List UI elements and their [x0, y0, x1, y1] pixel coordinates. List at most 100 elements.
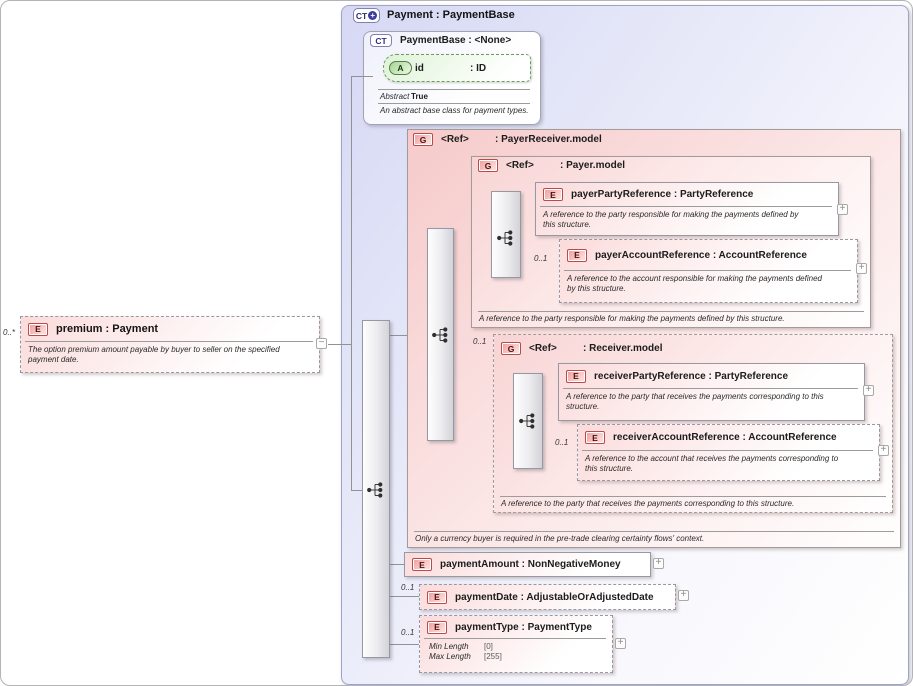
sequence-icon — [432, 327, 448, 343]
abstract-label: Abstract — [380, 92, 410, 101]
multiplicity-receiveraccount: 0..1 — [555, 438, 569, 447]
element-payerpartyreference-box[interactable]: E payerPartyReference : PartyReference A… — [535, 182, 839, 236]
element-payeraccountreference-box[interactable]: E payerAccountReference : AccountReferen… — [559, 239, 858, 303]
element-icon: E — [412, 558, 432, 571]
basetype-header: CT PaymentBase : <None> — [370, 34, 511, 47]
separator — [582, 450, 873, 451]
sequence-icon — [519, 413, 535, 429]
attribute-type: : ID — [470, 62, 487, 74]
abstract-value: True — [411, 92, 428, 101]
sequence-icon — [497, 230, 513, 246]
facet-label: Max Length — [429, 652, 471, 661]
separator — [540, 206, 832, 207]
ct-icon: CT — [370, 34, 392, 47]
plus-icon: + — [368, 11, 378, 20]
group-type: : PayerReceiver.model — [495, 134, 602, 145]
connector-paymenttype — [390, 644, 419, 645]
element-title: paymentType : PaymentType — [455, 621, 592, 633]
expand-toggle[interactable]: + — [863, 385, 874, 396]
element-title: receiverAccountReference : AccountRefere… — [613, 432, 837, 443]
group-icon: G — [478, 159, 498, 172]
group-icon: G — [501, 342, 521, 355]
element-premium-title: premium : Payment — [56, 323, 159, 335]
connector-vertical — [351, 76, 352, 491]
sequence-bar-main[interactable] — [362, 320, 390, 658]
group-receiver-footer: A reference to the party that receives t… — [500, 495, 886, 509]
expand-toggle[interactable]: + — [878, 445, 889, 456]
element-icon: E — [566, 369, 586, 383]
expand-toggle[interactable]: + — [678, 590, 689, 601]
facet-row: Max Length [255] — [429, 652, 612, 662]
element-title: receiverPartyReference : PartyReference — [594, 370, 789, 382]
connector-paymentdate — [390, 596, 419, 597]
multiplicity-paymentdate: 0..1 — [401, 583, 415, 592]
element-title: paymentDate : AdjustableOrAdjustedDate — [455, 591, 654, 603]
element-paymenttype-box[interactable]: E paymentType : PaymentType Min Length [… — [419, 615, 613, 673]
ct-label: CT — [355, 10, 368, 21]
group-name: <Ref> — [506, 160, 534, 171]
basetype-separator — [378, 89, 530, 90]
multiplicity-payeraccount: 0..1 — [534, 254, 548, 263]
attribute-id-box[interactable]: A id : ID — [383, 54, 531, 82]
element-premium-description: The option premium amount payable by buy… — [28, 345, 280, 364]
expand-toggle[interactable]: + — [856, 263, 867, 274]
basetype-separator2 — [378, 103, 530, 104]
group-type: : Receiver.model — [583, 343, 663, 354]
separator — [563, 388, 858, 389]
separator — [564, 270, 851, 271]
element-icon: E — [567, 248, 587, 262]
element-icon: E — [543, 188, 563, 201]
element-title: payerPartyReference : PartyReference — [571, 189, 754, 200]
element-description: A reference to the party that receives t… — [566, 392, 824, 411]
element-description: A reference to the party responsible for… — [543, 210, 799, 229]
connector-sequence — [352, 490, 362, 491]
facet-value: [255] — [484, 652, 502, 661]
expand-toggle[interactable]: + — [653, 558, 664, 569]
element-receiveraccountreference-box[interactable]: E receiverAccountReference : AccountRefe… — [577, 424, 880, 481]
group-icon: G — [413, 133, 433, 146]
facet-row: Min Length [0] — [429, 642, 612, 652]
multiplicity-receiver: 0..1 — [473, 337, 487, 346]
group-payer-header: G <Ref> : Payer.model — [478, 159, 625, 172]
attribute-icon: A — [389, 61, 412, 75]
element-icon: E — [427, 590, 447, 604]
element-premium-box[interactable]: E premium : Payment The option premium a… — [20, 316, 320, 373]
group-name: <Ref> — [441, 134, 469, 145]
attribute-name: id — [415, 62, 424, 74]
facet-label: Min Length — [429, 642, 469, 651]
group-type: : Payer.model — [560, 160, 626, 171]
abstract-row: Abstract True — [380, 92, 428, 101]
element-icon: E — [28, 322, 48, 336]
group-payerreceiver-header: G <Ref> : PayerReceiver.model — [413, 133, 602, 146]
group-payerreceiver-footer: Only a currency buyer is required in the… — [414, 530, 894, 544]
element-receiverpartyreference-box[interactable]: E receiverPartyReference : PartyReferenc… — [558, 363, 865, 421]
element-icon: E — [585, 431, 605, 444]
group-receiver-header: G <Ref> : Receiver.model — [501, 342, 662, 355]
sequence-bar-payer[interactable] — [491, 191, 521, 278]
element-title: payerAccountReference : AccountReference — [595, 249, 807, 261]
element-paymentamount-box[interactable]: E paymentAmount : NonNegativeMoney — [404, 552, 651, 577]
separator — [424, 638, 606, 639]
connector-attribute — [352, 76, 373, 77]
connector-paymentamount — [390, 564, 404, 565]
element-title: paymentAmount : NonNegativeMoney — [440, 559, 621, 570]
expand-toggle[interactable]: + — [837, 204, 848, 215]
element-description: A reference to the account that receives… — [585, 454, 839, 473]
group-payer-footer: A reference to the party responsible for… — [478, 310, 864, 324]
basetype-title: PaymentBase : <None> — [400, 35, 512, 46]
multiplicity-premium: 0..* — [3, 328, 16, 337]
facet-value: [0] — [484, 642, 493, 651]
element-paymentdate-box[interactable]: E paymentDate : AdjustableOrAdjustedDate — [419, 584, 676, 610]
element-icon: E — [427, 620, 447, 634]
sequence-icon — [367, 482, 383, 498]
expand-toggle[interactable]: + — [615, 638, 626, 649]
complextype-title: Payment : PaymentBase — [387, 9, 515, 21]
collapse-toggle[interactable]: − — [316, 338, 327, 349]
multiplicity-paymenttype: 0..1 — [401, 628, 415, 637]
complextype-icon: CT+ — [353, 8, 380, 23]
connector-premium — [328, 344, 352, 345]
basetype-description: An abstract base class for payment types… — [380, 106, 529, 115]
separator — [25, 341, 313, 342]
element-description: A reference to the account responsible f… — [567, 274, 822, 293]
